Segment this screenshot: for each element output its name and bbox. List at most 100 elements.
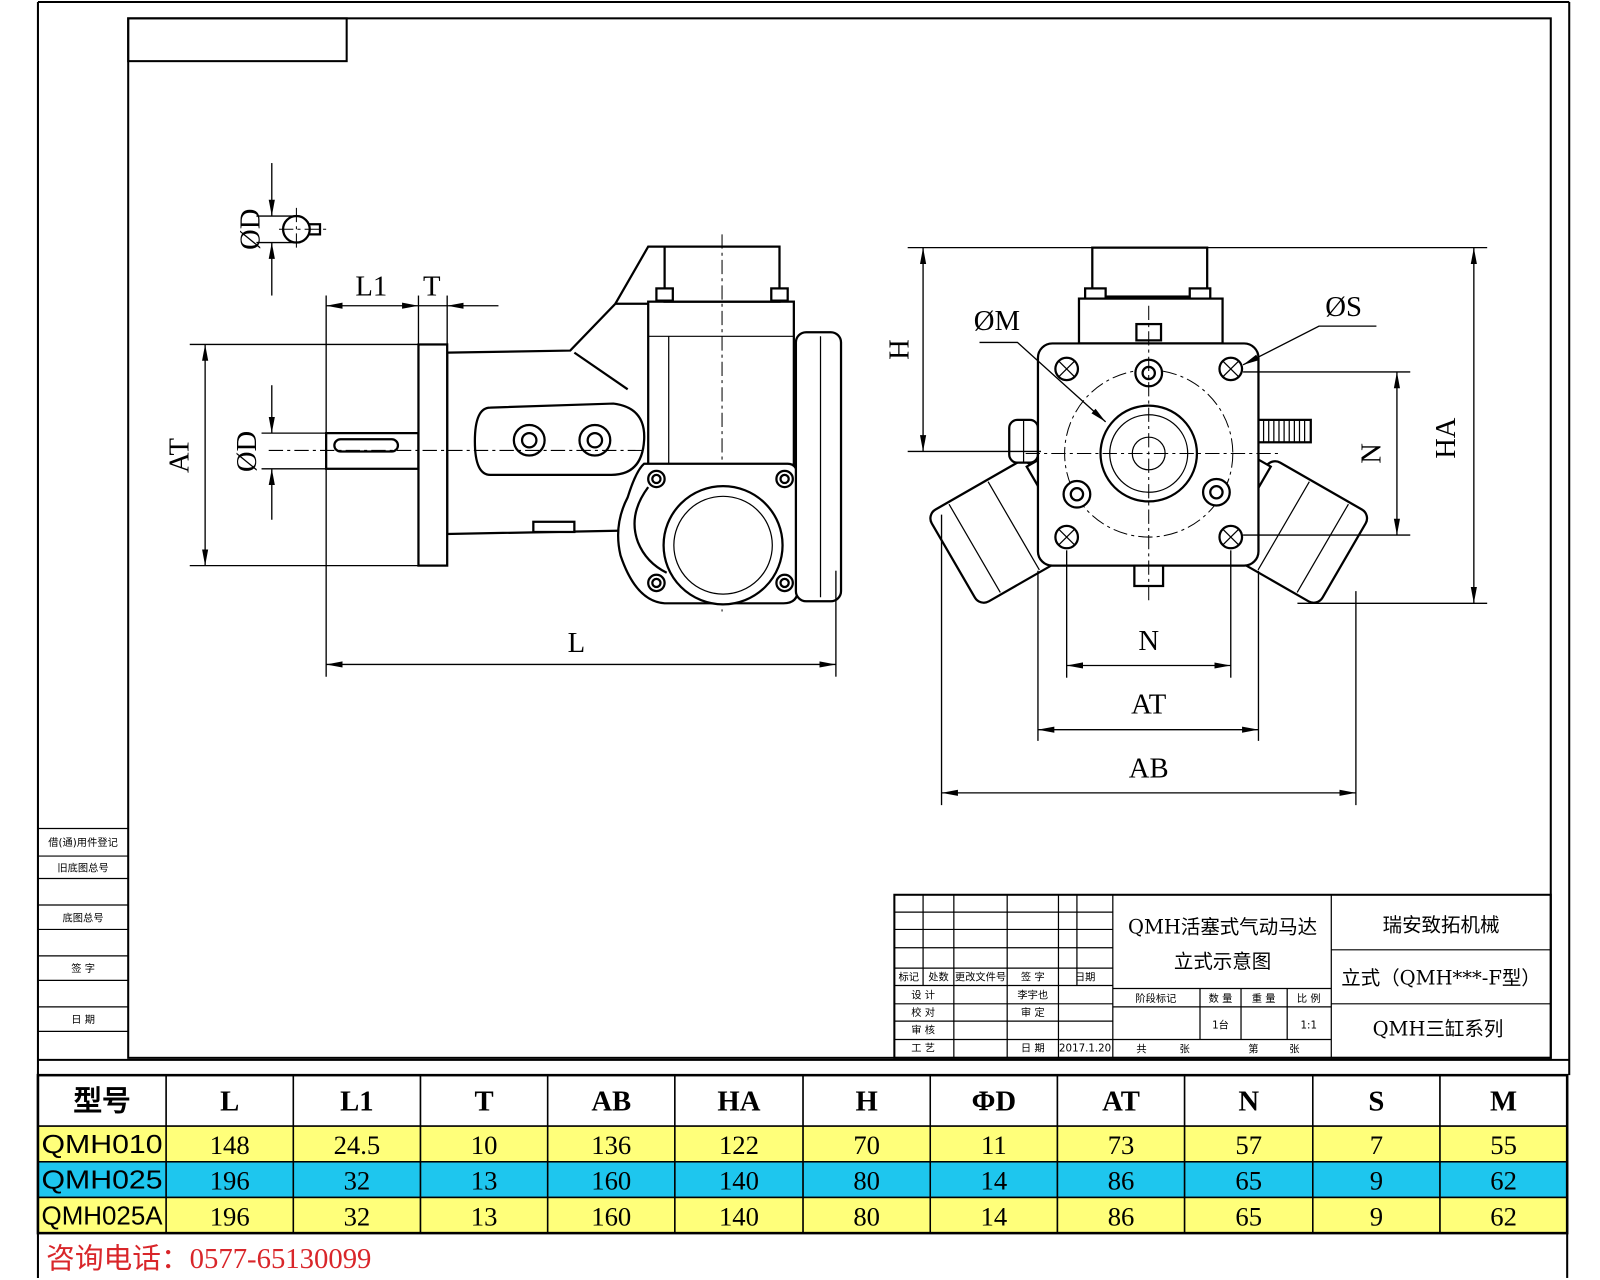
table-cell-bg [419, 1074, 549, 1127]
contact-phone: 咨询电话：0577-65130099 [46, 1243, 371, 1275]
side-view-stroke [647, 469, 666, 489]
side-view-stroke [770, 287, 789, 302]
rev-header-date: 日期 [1075, 971, 1096, 983]
left-cylinder-stroke [987, 481, 1040, 571]
ab-label: AB [1129, 753, 1169, 785]
table-header-cell: M [1490, 1086, 1517, 1118]
side-view-stroke [520, 432, 538, 449]
n-vertical-label: N [1355, 443, 1387, 464]
table-value-cell: 62 [1490, 1166, 1517, 1196]
table-value-cell: 32 [344, 1201, 371, 1231]
table-value-cell: 73 [1108, 1130, 1135, 1160]
title-date-label: 日 期 [1021, 1043, 1045, 1055]
side-view-stroke [651, 577, 662, 589]
sheet-no-prefix: 第 [1248, 1043, 1258, 1056]
shaft-key-detail: ØD [234, 163, 329, 296]
role-review: 审 核 [911, 1023, 935, 1036]
side-view-stroke [532, 520, 576, 534]
drawing-name-line-1: QMH活塞式气动马达 [1128, 916, 1317, 939]
table-value-cell: 80 [853, 1201, 880, 1231]
stage-header-scale: 比 例 [1297, 992, 1321, 1005]
table-value-cell: 122 [719, 1130, 759, 1160]
table-cell-bg [1183, 1161, 1314, 1199]
table-value-cell: 55 [1490, 1130, 1517, 1160]
l-label: L [568, 627, 586, 659]
table-cell-bg [1183, 1074, 1314, 1127]
registry-label: 借(通)用件登记 [48, 836, 118, 849]
drawing-frame-stroke [127, 17, 1552, 1059]
table-value-cell: 140 [719, 1166, 759, 1196]
front-view: H HA N ØM ØS N AT AB [883, 246, 1488, 806]
table-border [36, 1073, 1569, 1235]
scale-value: 1:1 [1300, 1020, 1317, 1031]
footer: 咨询电话：0577-65130099 [46, 1233, 1569, 1278]
table-cell-bg [292, 1196, 422, 1234]
table-value-cell: 148 [210, 1130, 250, 1160]
title-block: 标记 处数 更改文件号 签 字 日期 设 计 校 对 审 核 工 艺 李宇也 审… [893, 893, 1552, 1059]
table-value-cell: 160 [591, 1201, 631, 1231]
front-view-stroke [1058, 360, 1076, 378]
table-cell-bg [292, 1161, 422, 1199]
front-view-stroke [1201, 477, 1231, 507]
side-view-stroke [651, 473, 662, 485]
ha-label: HA [1430, 417, 1462, 459]
side-view-stroke [633, 486, 668, 574]
table-cell-bg [546, 1196, 676, 1234]
table-cell-bg [419, 1196, 549, 1234]
shaft-key-detail-stroke [308, 223, 322, 236]
m-diameter-label: ØM [974, 305, 1020, 337]
crank-arm [473, 402, 646, 477]
side-view-stroke [647, 573, 666, 593]
side-cylinder [794, 331, 843, 603]
side-view-stroke [779, 473, 790, 485]
side-view-stroke [775, 573, 794, 593]
table-cell-bg [1183, 1196, 1314, 1234]
table-value-cell: 7 [1370, 1130, 1383, 1160]
base-number-label: 底图总号 [63, 911, 104, 924]
table-value-cell: 80 [853, 1166, 880, 1196]
table-cell-bg [802, 1196, 932, 1234]
t-label: T [423, 271, 441, 303]
date-label: 日 期 [71, 1014, 95, 1026]
side-view-stroke [673, 495, 773, 595]
table-value-cell: 140 [719, 1201, 759, 1231]
rev-header-doc: 更改文件号 [955, 970, 1006, 983]
table-header-cell: S [1368, 1086, 1384, 1118]
table-header-cell: T [475, 1086, 494, 1118]
role-process: 工 艺 [911, 1043, 935, 1055]
drawing-number-box [127, 17, 348, 63]
side-view-stroke [578, 423, 612, 457]
table-value-cell: 62 [1490, 1201, 1517, 1231]
table-cell-bg [1183, 1125, 1314, 1163]
keyway [333, 438, 400, 453]
table-header-cell: H [855, 1086, 877, 1118]
table-header-cell: AB [591, 1086, 631, 1118]
table-value-cell: 196 [210, 1166, 250, 1196]
at-front-label: AT [1131, 688, 1166, 720]
side-view-stroke [512, 423, 546, 457]
table-value-cell: 13 [471, 1166, 498, 1196]
table-cell-bg [674, 1161, 804, 1199]
role-check: 校 对 [911, 1006, 935, 1019]
table-value-cell: 65 [1235, 1166, 1262, 1196]
n-horizontal-label: N [1138, 625, 1159, 657]
table-value-cell: 10 [471, 1130, 498, 1160]
old-base-number-label: 旧底图总号 [57, 861, 108, 874]
front-view-stroke [979, 341, 1107, 423]
table-cell-bg [929, 1196, 1059, 1234]
table-value-cell: 14 [981, 1201, 1008, 1231]
table-value-cell: 136 [591, 1130, 631, 1160]
table-header-cell: HA [717, 1086, 760, 1118]
left-cylinder-stroke [948, 503, 1001, 593]
table-value-cell: 14 [981, 1166, 1008, 1196]
table-value-cell: 70 [853, 1130, 880, 1160]
approve-label: 审 定 [1021, 1006, 1045, 1019]
side-view-stroke [775, 469, 794, 489]
table-model-cell: QMH025 [42, 1167, 163, 1195]
at-side-label: AT [163, 438, 195, 473]
sheet-total-prefix: 共 [1136, 1044, 1146, 1056]
side-view-stroke [655, 287, 674, 302]
